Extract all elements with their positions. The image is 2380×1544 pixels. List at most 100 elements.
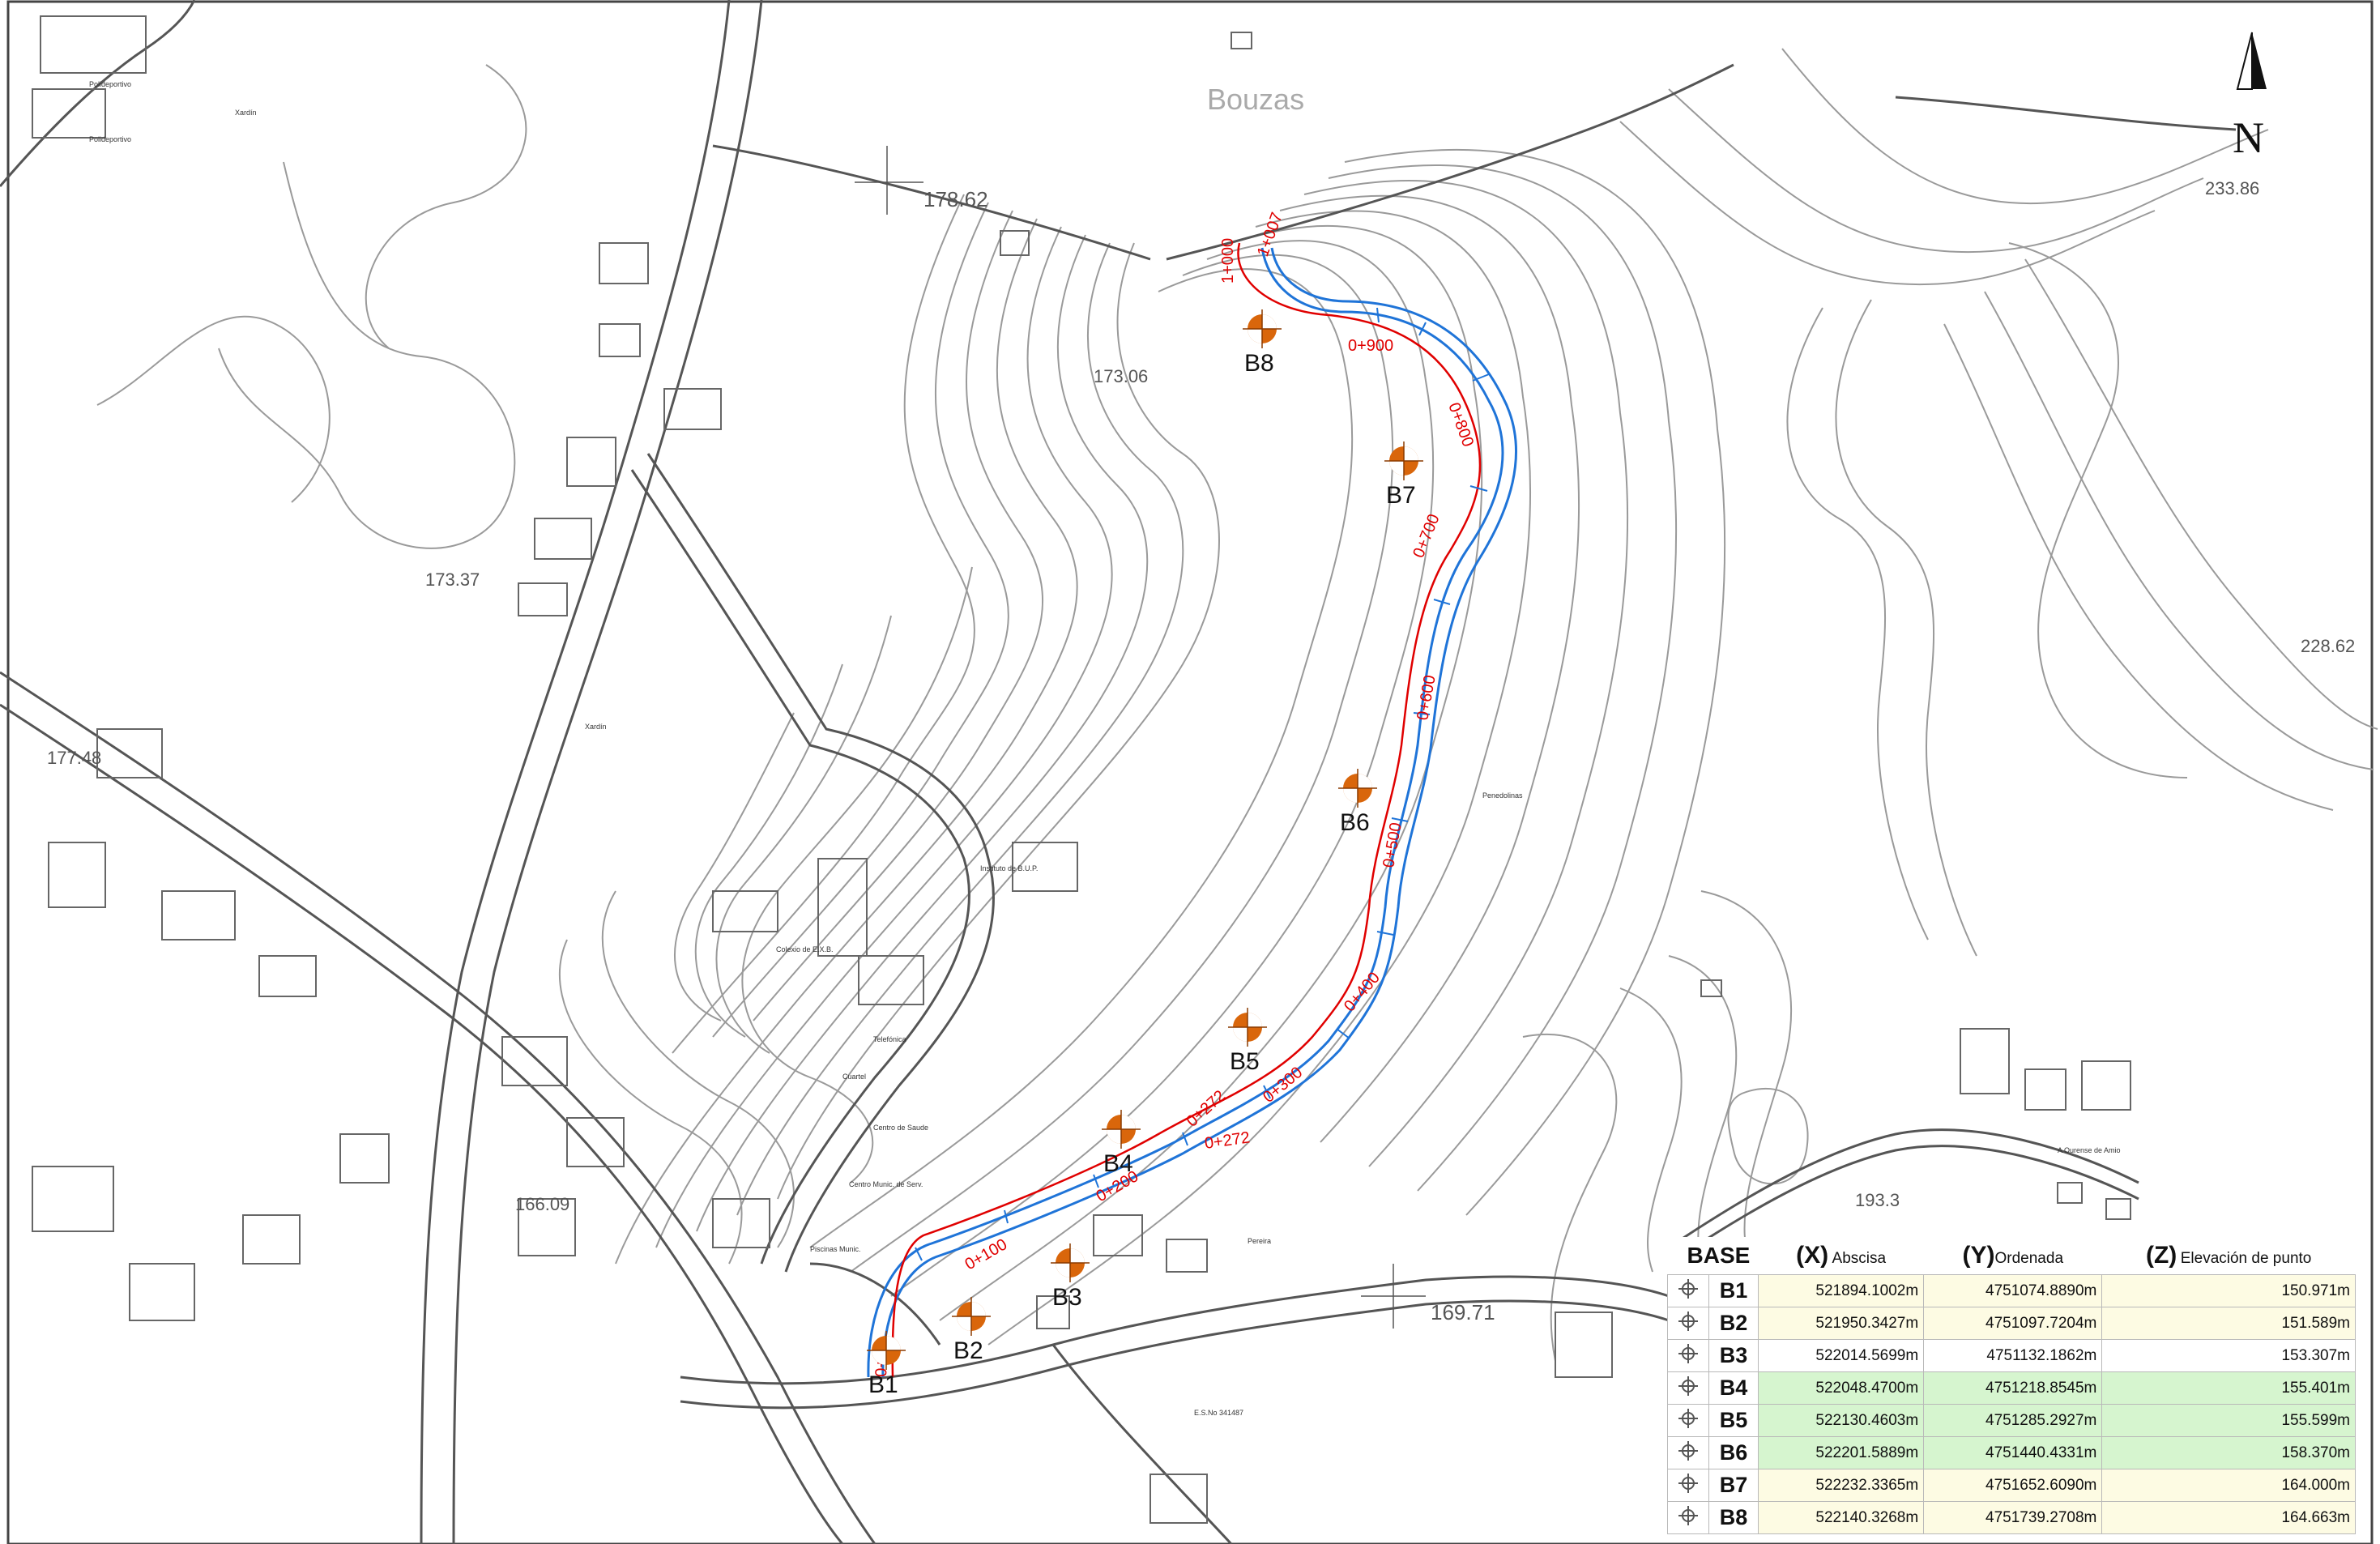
chainage-label: 1+000: [1219, 238, 1237, 284]
base-name-cell: B4: [1708, 1371, 1759, 1405]
route-centerline: [891, 242, 1482, 1378]
x-cell: 521950.3427m: [1757, 1307, 1925, 1340]
z-cell: 158.370m: [2101, 1436, 2356, 1469]
x-cell: 521894.1002m: [1757, 1274, 1925, 1307]
survey-target-icon: [1667, 1274, 1709, 1307]
base-marker-b3[interactable]: B3: [1051, 1243, 1090, 1311]
elevation-label: 166.09: [515, 1194, 569, 1214]
x-cell: 522130.4603m: [1757, 1404, 1925, 1437]
base-name-cell: B8: [1708, 1501, 1759, 1534]
elevation-label: 178.62: [923, 187, 988, 211]
coordinates-table: BASE (X) Abscisa (Y)Ordenada (Z) Elevaci…: [1667, 1237, 2356, 1534]
base-marker-b8[interactable]: B8: [1243, 309, 1282, 377]
elevation-label: 228.62: [2301, 636, 2355, 656]
table-header-row: BASE (X) Abscisa (Y)Ordenada (Z) Elevaci…: [1668, 1237, 2356, 1275]
base-name-cell: B7: [1708, 1469, 1759, 1502]
z-cell: 150.971m: [2101, 1274, 2356, 1307]
small-labels: Polideportivo Polideportivo Xardín Insti…: [89, 80, 2121, 1417]
map-small-label: E.S.No 341487: [1194, 1409, 1243, 1417]
x-cell: 522048.4700m: [1757, 1371, 1925, 1405]
z-cell: 151.589m: [2101, 1307, 2356, 1340]
survey-target-icon: [1667, 1469, 1709, 1502]
map-small-label: Piscinas Munic.: [810, 1245, 861, 1253]
place-label: Bouzas: [1207, 83, 1304, 116]
y-cell: 4751285.2927m: [1923, 1404, 2103, 1437]
map-small-label: Xardín: [585, 723, 607, 731]
map-small-label: Polideportivo: [89, 135, 131, 143]
survey-target-icon: [1667, 1339, 1709, 1372]
grid-crosses: [855, 146, 1426, 1329]
z-cell: 153.307m: [2101, 1339, 2356, 1372]
base-marker-b1[interactable]: B1: [867, 1331, 906, 1398]
survey-target-icon: [1667, 1501, 1709, 1534]
x-cell: 522201.5889m: [1757, 1436, 1925, 1469]
y-column-header: (Y)Ordenada: [1962, 1242, 2064, 1269]
base-marker-b4[interactable]: B4: [1102, 1110, 1141, 1177]
x-cell: 522232.3365m: [1757, 1469, 1925, 1502]
route-corridor: [867, 247, 1518, 1378]
map-small-label: Pereira: [1248, 1237, 1271, 1245]
z-cell: 155.401m: [2101, 1371, 2356, 1405]
base-label: B3: [1052, 1284, 1082, 1311]
buildings: [32, 15, 2131, 1524]
base-label: B6: [1340, 809, 1370, 836]
map-small-label: Instituto de B.U.P.: [980, 864, 1038, 872]
x-cell: 522140.3268m: [1757, 1501, 1925, 1534]
elevation-label: 173.06: [1094, 366, 1148, 386]
map-small-label: Telefónica: [873, 1035, 906, 1043]
base-label: B7: [1386, 482, 1416, 509]
map-small-label: Penedolinas: [1482, 791, 1523, 800]
base-column-header: BASE: [1687, 1243, 1751, 1268]
z-cell: 164.000m: [2101, 1469, 2356, 1502]
base-marker-b6[interactable]: B6: [1338, 769, 1377, 836]
z-cell: 164.663m: [2101, 1501, 2356, 1534]
base-label: B2: [953, 1337, 983, 1364]
map-small-label: Colexio de E.X.B.: [776, 945, 834, 953]
base-marker-b7[interactable]: B7: [1384, 441, 1423, 509]
z-column-header: (Z) Elevación de punto: [2145, 1242, 2312, 1269]
base-name-cell: B2: [1708, 1307, 1759, 1340]
survey-bases: B1 B2 B3 B4: [867, 309, 1423, 1398]
base-name-cell: B5: [1708, 1404, 1759, 1437]
elevation-labels: 178.62 233.86 173.06 173.37 228.62 177.4…: [47, 178, 2355, 1324]
roads: [0, 0, 2237, 1544]
chainage-label: 0+900: [1348, 337, 1393, 355]
elevation-label: 177.48: [47, 748, 101, 768]
base-name-cell: B1: [1708, 1274, 1759, 1307]
y-cell: 4751074.8890m: [1923, 1274, 2103, 1307]
north-label: N: [2233, 113, 2264, 162]
survey-target-icon: [1667, 1307, 1709, 1340]
x-cell: 522014.5699m: [1757, 1339, 1925, 1372]
elevation-label: 173.37: [425, 569, 480, 590]
base-label: B8: [1244, 350, 1274, 377]
elevation-label: 193.3: [1855, 1190, 1900, 1210]
map-small-label: A Ourense de Amio: [2058, 1146, 2121, 1154]
base-name-cell: B6: [1708, 1436, 1759, 1469]
base-label: B5: [1230, 1048, 1260, 1075]
z-cell: 155.599m: [2101, 1404, 2356, 1437]
map-small-label: Centro de Saude: [873, 1124, 928, 1132]
north-arrow: N: [2233, 32, 2267, 162]
route-ticks: [915, 307, 1490, 1261]
y-cell: 4751218.8545m: [1923, 1371, 2103, 1405]
base-marker-b2[interactable]: B2: [952, 1297, 991, 1364]
y-cell: 4751440.4331m: [1923, 1436, 2103, 1469]
survey-target-icon: [1667, 1436, 1709, 1469]
survey-target-icon: [1667, 1371, 1709, 1405]
base-label: B1: [868, 1371, 898, 1398]
y-cell: 4751652.6090m: [1923, 1469, 2103, 1502]
north-arrow-icon: [2252, 32, 2267, 89]
y-cell: 4751097.7204m: [1923, 1307, 2103, 1340]
map-small-label: Xardín: [235, 109, 257, 117]
base-marker-b5[interactable]: B5: [1228, 1008, 1267, 1075]
map-small-label: Centro Munic. de Serv.: [849, 1180, 923, 1188]
